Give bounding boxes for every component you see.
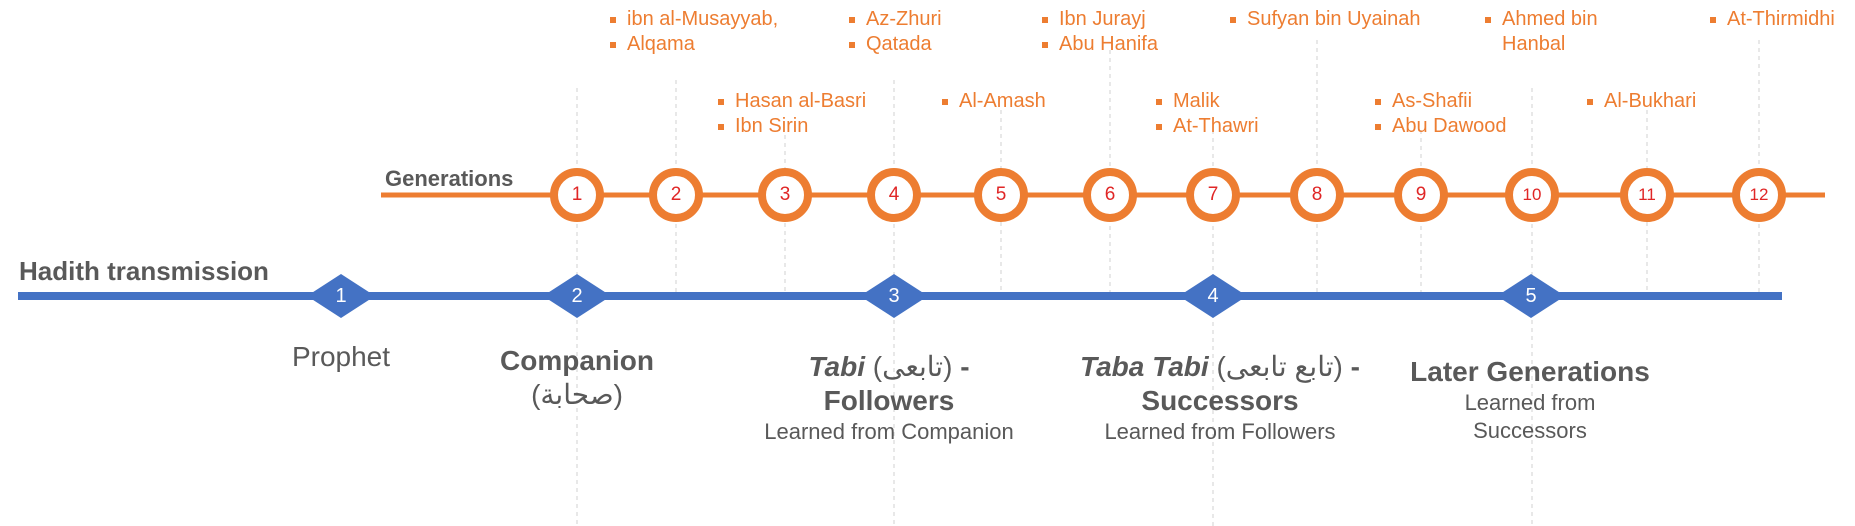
scholars-gen4: Az-Zhuri Qatada	[849, 7, 942, 57]
era-taba-tabi: Taba Tabi (تابع تابعی) - Successors Lear…	[1080, 350, 1360, 446]
scholar-item: ibn al-Musayyab,	[610, 7, 778, 32]
generation-circle-5	[974, 168, 1028, 222]
stage-number-2: 2	[571, 284, 583, 307]
scholars-gen3: Hasan al-Basri Ibn Sirin	[718, 89, 866, 139]
scholar-item-continued: Hanbal	[1502, 33, 1566, 55]
transmission-heading: Hadith transmission	[19, 256, 269, 286]
scholar-item: Ibn Sirin	[718, 114, 866, 139]
era-later-note-line1: Learned from	[1464, 390, 1596, 415]
stage-diamond-4	[1179, 274, 1247, 318]
scholars-gen7: Malik At-Thawri	[1156, 89, 1259, 139]
generation-number-3: 3	[779, 184, 791, 205]
generation-number-12: 12	[1749, 185, 1769, 204]
generation-circle-4	[867, 168, 921, 222]
stage-diamond-3	[860, 274, 928, 318]
generation-circle-12	[1732, 168, 1786, 222]
generation-number-5: 5	[995, 184, 1007, 205]
generation-number-8: 8	[1311, 184, 1323, 205]
generation-number-4: 4	[888, 184, 900, 205]
stage-number-5: 5	[1525, 284, 1537, 307]
scholar-item: Ibn Jurayj	[1042, 7, 1158, 32]
generation-number-7: 7	[1207, 184, 1219, 205]
scholars-gen11: Al-Bukhari	[1587, 89, 1696, 114]
scholars-gen12: At-Thirmidhi	[1710, 7, 1835, 32]
scholar-item: Al-Amash	[942, 89, 1046, 114]
generation-number-1: 1	[571, 184, 583, 205]
scholars-gen9: As-Shafii Abu Dawood	[1375, 89, 1507, 139]
generation-number-6: 6	[1104, 184, 1116, 205]
era-later: Later Generations Learned from Successor…	[1410, 355, 1650, 445]
era-later-title: Later Generations	[1410, 356, 1650, 387]
scholar-item: Abu Dawood	[1375, 114, 1507, 139]
era-later-note-line2: Successors	[1473, 418, 1587, 443]
scholar-item: Alqama	[610, 32, 778, 57]
era-taba-tabi-title: Taba Tabi (تابع تابعی) -	[1080, 351, 1360, 382]
scholar-item: Ahmed bin	[1485, 7, 1598, 32]
era-tabi: Tabi (تابعی) - Followers Learned from Co…	[764, 350, 1013, 446]
generation-circle-1	[550, 168, 604, 222]
generation-number-11: 11	[1638, 185, 1656, 204]
scholars-gen5: Al-Amash	[942, 89, 1046, 114]
era-taba-tabi-note: Learned from Followers	[1104, 419, 1336, 444]
era-companion-arabic: (صحابة)	[531, 379, 623, 410]
stage-diamond-2	[543, 274, 611, 318]
generation-circle-3	[758, 168, 812, 222]
generation-circle-7	[1186, 168, 1240, 222]
scholars-gen6: Ibn Jurayj Abu Hanifa	[1042, 7, 1158, 57]
generation-number-9: 9	[1415, 184, 1427, 205]
scholar-item: Hasan al-Basri	[718, 89, 866, 114]
generation-circles	[550, 168, 1786, 222]
scholar-item: At-Thirmidhi	[1710, 7, 1835, 32]
generation-circle-8	[1290, 168, 1344, 222]
stage-number-3: 3	[888, 284, 900, 307]
scholar-item: Al-Bukhari	[1587, 89, 1696, 114]
scholars-gen8: Sufyan bin Uyainah	[1230, 7, 1420, 32]
era-tabi-title: Tabi (تابعی) -	[808, 351, 970, 382]
stage-number-1: 1	[335, 284, 347, 307]
scholars-gen2: ibn al-Musayyab, Alqama	[610, 7, 778, 57]
era-companion: Companion (صحابة)	[500, 344, 654, 412]
generations-heading: Generations	[385, 166, 514, 191]
era-tabi-title2: Followers	[823, 385, 955, 416]
generation-number-10: 10	[1522, 185, 1542, 204]
scholar-item: Qatada	[849, 32, 942, 57]
generation-circle-6	[1083, 168, 1137, 222]
stage-diamond-5	[1497, 274, 1565, 318]
scholar-item: Abu Hanifa	[1042, 32, 1158, 57]
scholars-gen10: Ahmed bin Hanbal	[1485, 7, 1598, 57]
era-prophet: Prophet	[292, 340, 390, 374]
era-taba-tabi-title2: Successors	[1141, 385, 1299, 416]
era-companion-title: Companion	[500, 345, 654, 376]
generation-number-2: 2	[670, 184, 682, 205]
scholar-item: Az-Zhuri	[849, 7, 942, 32]
generation-circle-2	[649, 168, 703, 222]
scholar-item: Sufyan bin Uyainah	[1230, 7, 1420, 32]
scholar-item: Malik	[1156, 89, 1259, 114]
era-tabi-note: Learned from Companion	[764, 419, 1014, 444]
stage-number-4: 4	[1207, 284, 1219, 307]
scholar-item: At-Thawri	[1156, 114, 1259, 139]
scholar-item: As-Shafii	[1375, 89, 1507, 114]
generation-circle-11	[1620, 168, 1674, 222]
stage-diamonds	[307, 274, 1565, 318]
era-prophet-title: Prophet	[291, 341, 391, 372]
stage-diamond-1	[307, 274, 375, 318]
generation-circle-9	[1394, 168, 1448, 222]
generation-circle-10	[1505, 168, 1559, 222]
